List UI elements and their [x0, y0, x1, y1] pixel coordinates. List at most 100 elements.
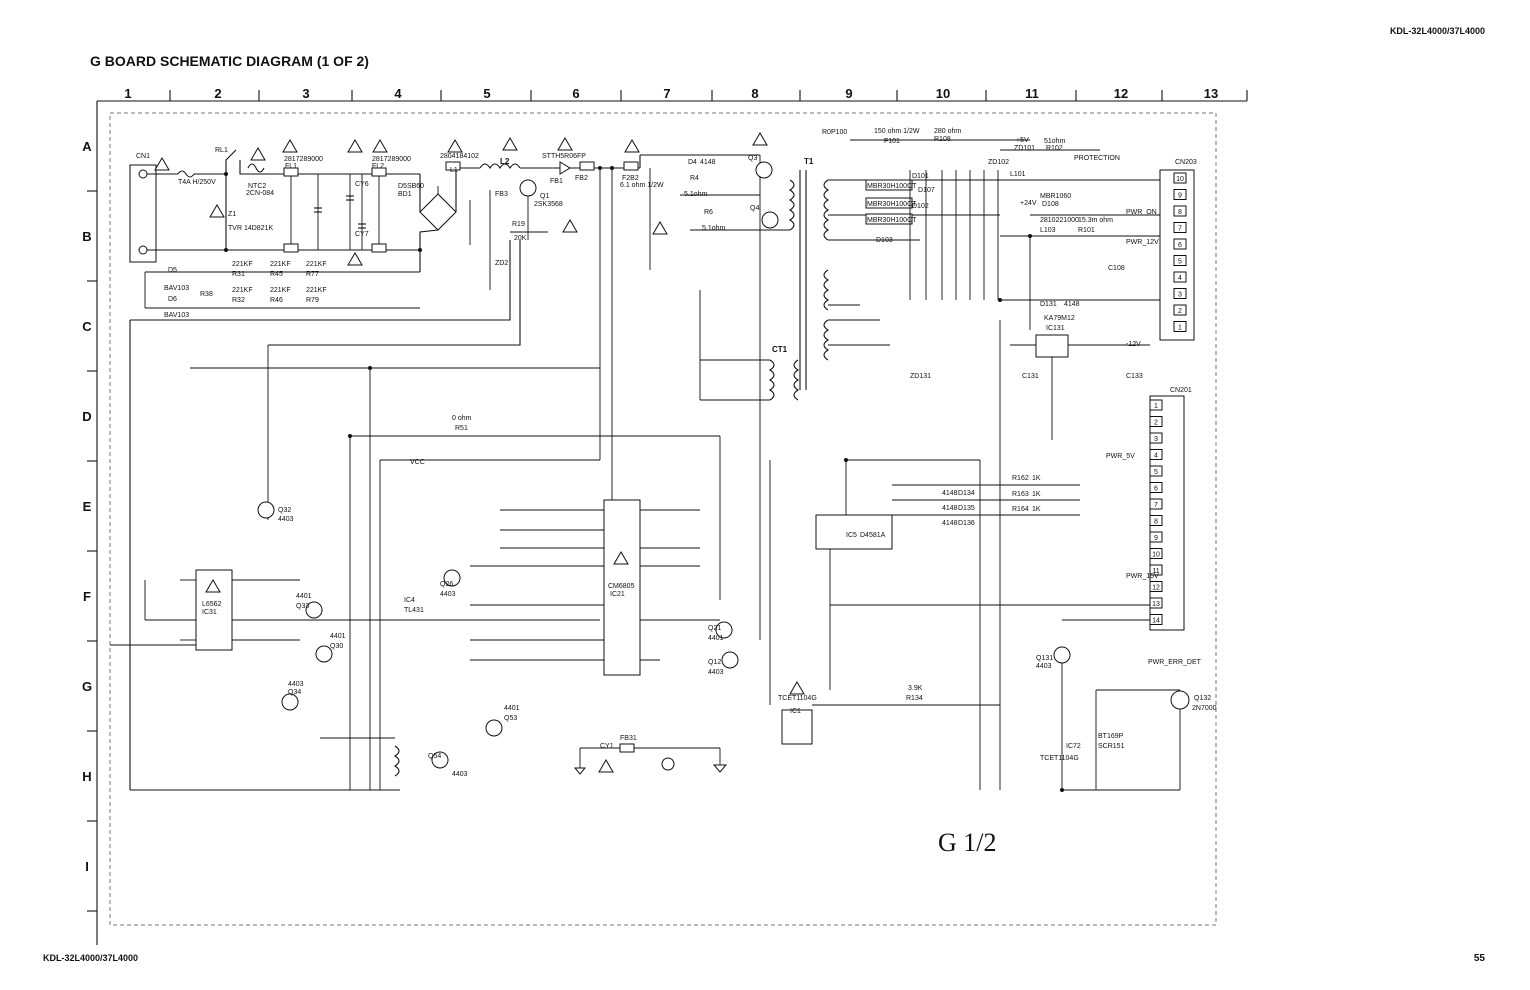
value-r31: 221KF: [232, 261, 253, 268]
net-plus-5v: +5V: [1016, 137, 1029, 144]
cn201-pin: [1149, 581, 1163, 592]
grid-column-9: 9: [845, 86, 852, 101]
label-q53: Q53: [504, 715, 517, 722]
label-d103: D103: [876, 237, 893, 244]
transistor-q12: [721, 651, 739, 669]
label-q131: Q131: [1036, 655, 1053, 662]
net-pwr-12v: PWR_12V: [1126, 239, 1159, 246]
cn203-pin-number: 3: [1178, 292, 1182, 299]
cn201-pin: [1149, 614, 1163, 625]
value-d101: MBR30H100CT: [867, 183, 917, 190]
value-r51: 0 ohm: [452, 415, 472, 422]
label-q132: Q132: [1194, 695, 1211, 702]
warning-icon: [250, 147, 266, 161]
cn201-pin-number: 9: [1154, 535, 1158, 542]
grid-row-F: F: [83, 589, 91, 604]
label-r32: R32: [232, 297, 245, 304]
value-f101: 150 ohm 1/2W: [874, 128, 920, 135]
label-c131: C131: [1022, 373, 1039, 380]
regulator-ic131: [1035, 334, 1069, 358]
label-f101: F101: [884, 138, 900, 145]
cn203-pin: [1173, 255, 1187, 266]
net-protection: PROTECTION: [1074, 155, 1120, 162]
label-q4: Q4: [750, 205, 759, 212]
cn203-pin: [1173, 271, 1187, 283]
label-r164: R164: [1012, 506, 1029, 513]
label-d101: D101: [912, 173, 929, 180]
label-rl1: RL1: [215, 147, 228, 154]
net-minus-12v: -12V: [1126, 341, 1141, 348]
cn201-pin-number: 10: [1152, 552, 1160, 559]
value-q21: 4401: [708, 635, 724, 642]
grid-row-B: B: [82, 229, 91, 244]
value-d5: BAV103: [164, 285, 189, 292]
value-f1: T4A H/250V: [178, 179, 216, 186]
cn201-pin: [1149, 597, 1163, 609]
cn203-pin-number: 7: [1178, 226, 1182, 233]
label-q33: Q33: [296, 603, 309, 610]
value-r6: 5.1ohm: [702, 225, 726, 232]
label-fb31: FB31: [620, 735, 637, 742]
cn201-pin-number: 7: [1154, 502, 1158, 509]
warning-icon: [154, 157, 170, 171]
label-d134: D134: [958, 490, 975, 497]
warning-icons: [154, 132, 805, 773]
label-r101: R101: [1078, 227, 1095, 234]
transistor-q54: [431, 751, 449, 769]
value-r19: 20K: [514, 235, 527, 242]
net-labels: PWR_ON PWR_12V PWR_5V PWR_15V PROTECTION…: [410, 137, 1202, 666]
value-q1: 2SK3568: [534, 201, 563, 208]
cn201-pin: [1149, 399, 1163, 411]
value-r32: 221KF: [232, 287, 253, 294]
cn203-pin-number: 1: [1178, 325, 1182, 332]
cn201-pin-number: 8: [1154, 519, 1158, 526]
cn203-pin-number: 4: [1178, 275, 1182, 282]
label-d4: D4: [688, 159, 697, 166]
value-fb2: STTH5R06FP: [542, 153, 586, 160]
row-ticks: [87, 190, 97, 912]
label-q32: Q32: [278, 507, 291, 514]
label-l103: L103: [1040, 227, 1056, 234]
label-q21: Q21: [708, 625, 721, 632]
cn201-pin: [1149, 498, 1163, 510]
cn203-pin: [1173, 288, 1187, 299]
label-zd102: ZD102: [988, 159, 1009, 166]
net-pwr-15v: PWR_15V: [1126, 573, 1159, 580]
cn203-pin: [1173, 238, 1187, 250]
cn203-pin-number: 8: [1178, 209, 1182, 216]
value-ic5: D4581A: [860, 532, 886, 539]
grid-column-8: 8: [751, 86, 758, 101]
transistor-q132: [1170, 690, 1190, 710]
label-r4: R4: [690, 175, 699, 182]
value-d6: BAV103: [164, 312, 189, 319]
cn203-pin: [1173, 189, 1187, 200]
label-d135: D135: [958, 505, 975, 512]
label-ic1: IC1: [790, 708, 801, 715]
label-d131: D131: [1040, 301, 1057, 308]
label-cy6: CY6: [355, 181, 369, 188]
value-r101: 15.3m ohm: [1078, 217, 1113, 224]
value-r163: 1K: [1032, 491, 1041, 498]
grid-row-I: I: [85, 859, 89, 874]
grid-column-4: 4: [394, 86, 402, 101]
warning-icon: [447, 139, 463, 153]
grid-column-12: 12: [1114, 86, 1128, 101]
value-q34: 4403: [288, 681, 304, 688]
net-plus-24v: +24V: [1020, 200, 1037, 207]
label-q12: Q12: [708, 659, 721, 666]
label-ic5: IC5: [846, 532, 857, 539]
label-r102: R102: [1046, 145, 1063, 152]
transistor-q4: [761, 211, 779, 229]
value-r79: 221KF: [306, 287, 327, 294]
label-d5: D5: [168, 267, 177, 274]
label-fl2: FL2: [372, 163, 384, 170]
transistor-q21: [715, 621, 733, 639]
label-r162: R162: [1012, 475, 1029, 482]
value-r134: 3.9K: [908, 685, 923, 692]
cn203-pin-number: 6: [1178, 242, 1182, 249]
footer-model: KDL-32L4000/37L4000: [43, 953, 139, 963]
transistor-q1: [519, 179, 537, 197]
